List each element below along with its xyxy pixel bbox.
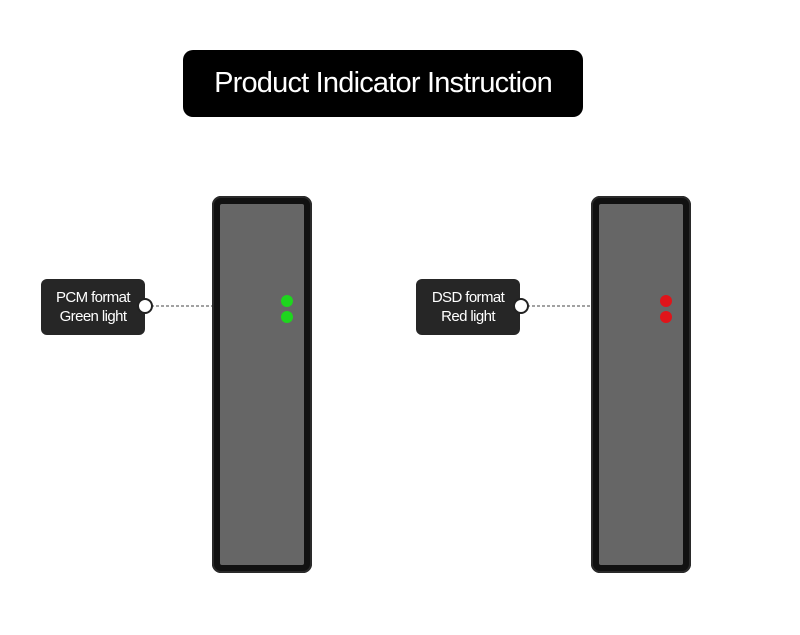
dsd-callout-light: Red light xyxy=(441,308,495,325)
device-dsd xyxy=(591,196,691,573)
pcm-callout-format: PCM format xyxy=(55,289,131,306)
dsd-callout: DSD format Red light xyxy=(416,279,520,335)
pcm-indicator-light-top xyxy=(281,295,293,307)
dsd-indicator-light-bottom xyxy=(660,311,672,323)
device-pcm xyxy=(212,196,312,573)
dsd-indicator-light-top xyxy=(660,295,672,307)
title-text: Product Indicator Instruction xyxy=(214,67,553,99)
pcm-callout-pointer xyxy=(137,298,153,314)
device-screen xyxy=(220,204,304,565)
device-screen xyxy=(599,204,683,565)
pcm-indicator-light-bottom xyxy=(281,311,293,323)
dsd-callout-format: DSD format xyxy=(431,289,505,306)
pcm-callout-light: Green light xyxy=(59,308,127,325)
pcm-callout: PCM format Green light xyxy=(41,279,145,335)
page-title: Product Indicator Instruction xyxy=(183,50,583,117)
dsd-callout-pointer xyxy=(513,298,529,314)
